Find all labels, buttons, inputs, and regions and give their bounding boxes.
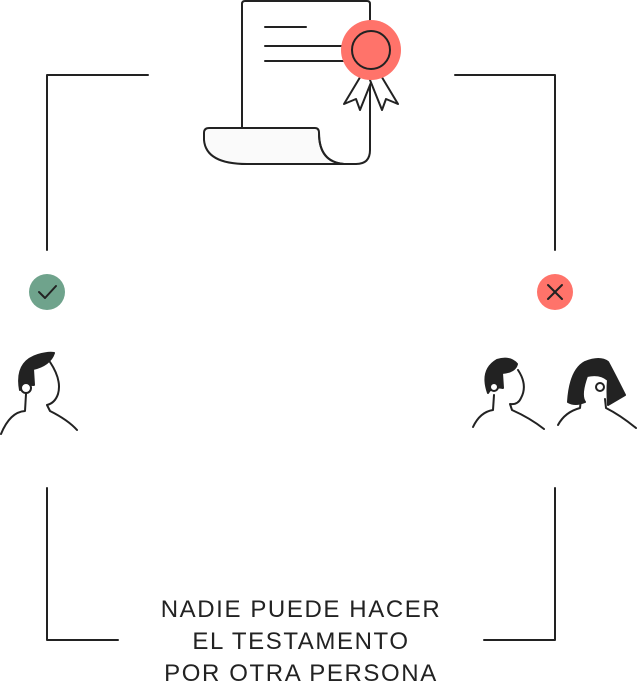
couple-icon [472,357,637,430]
caption-line-2: EL TESTAMENTO [192,628,410,655]
frame-top-right [454,74,556,251]
person-icon [0,351,78,435]
cross-icon [537,274,573,310]
caption-line-1: NADIE PUEDE HACER [160,596,442,623]
caption: NADIE PUEDE HACER EL TESTAMENTO POR OTRA… [100,594,502,690]
check-icon [29,274,65,310]
frame-top-left [46,74,149,251]
will-document-icon [203,0,401,165]
frame-bottom-left [46,487,119,641]
frame-bottom-right [483,487,556,641]
caption-line-3: POR OTRA PERSONA [164,660,438,687]
